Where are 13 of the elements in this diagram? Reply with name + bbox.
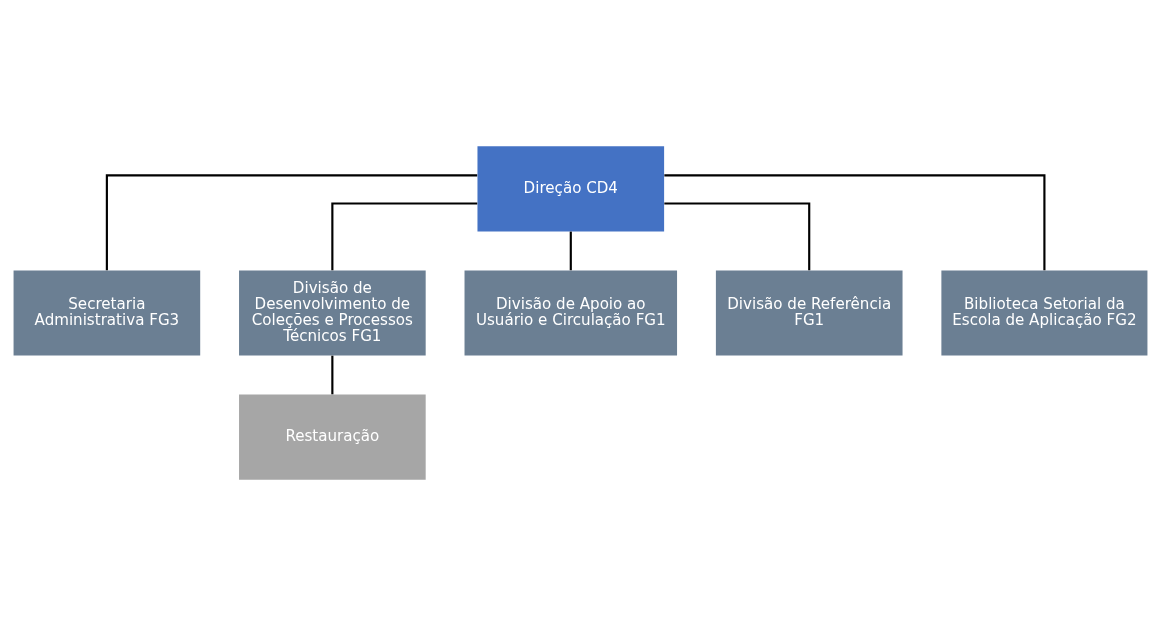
connector [664, 173, 1046, 270]
connector [569, 231, 572, 270]
node-box: Divisão de Apoio ao Usuário e Circulação FG1 [464, 269, 678, 356]
node-box: Secretaria Administrativa FG3 [13, 269, 201, 356]
node-box: Direção CD4 [477, 145, 665, 232]
node-box: Biblioteca Setorial da Escola de Aplicação FG2 [941, 269, 1148, 356]
connector [664, 201, 811, 270]
node-box: Divisão de Referência FG1 [715, 269, 903, 356]
connector [331, 355, 334, 394]
connector [105, 173, 478, 270]
node-box: Restauração [239, 393, 426, 480]
connector [331, 201, 478, 270]
node-box: Divisão de Desenvolvimento de Coleções e Processos Técnicos FG1 [239, 269, 426, 356]
